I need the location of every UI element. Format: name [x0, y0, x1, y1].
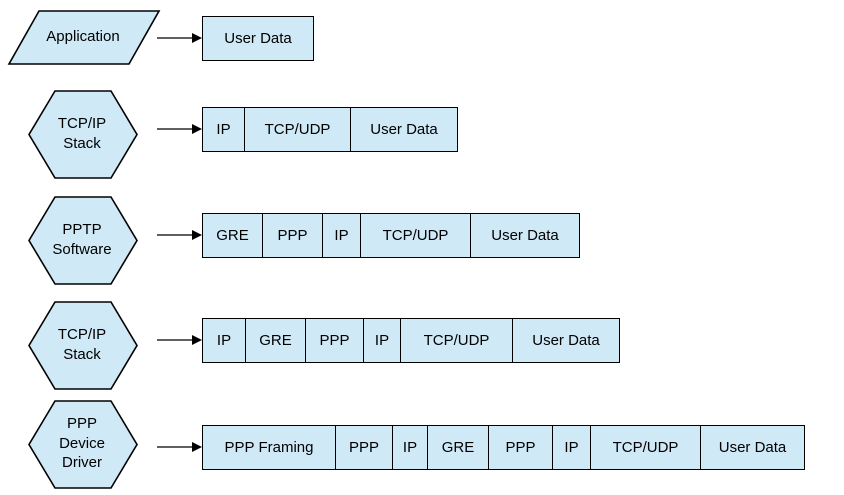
- right-arrow-icon: [157, 33, 202, 43]
- packet-cell: IP: [553, 426, 591, 469]
- packet-cell: TCP/UDP: [245, 108, 351, 151]
- packet-cell: TCP/UDP: [591, 426, 701, 469]
- packet-cell: TCP/UDP: [401, 319, 513, 362]
- packet-cell: User Data: [471, 214, 579, 257]
- packet-cell: PPP: [306, 319, 364, 362]
- packet-cell: IP: [203, 108, 245, 151]
- hexagon-shape: [28, 400, 138, 489]
- packet-cell: PPP: [489, 426, 553, 469]
- shape-outline: [28, 90, 138, 179]
- shape-outline: [28, 196, 138, 285]
- packet-cell: PPP Framing: [203, 426, 336, 469]
- packet-cell: GRE: [428, 426, 489, 469]
- packet-cell: IP: [393, 426, 428, 469]
- right-arrow-icon: [157, 335, 202, 345]
- packet-cell: IP: [323, 214, 361, 257]
- hexagon-shape: [28, 90, 138, 179]
- packet-cell: PPP: [263, 214, 323, 257]
- shape-outline: [28, 400, 138, 489]
- packet-cell: User Data: [203, 17, 313, 60]
- packet-cell: User Data: [351, 108, 457, 151]
- packet-cell: User Data: [513, 319, 619, 362]
- packet-strip: User Data: [202, 16, 314, 61]
- packet-cell: GRE: [246, 319, 306, 362]
- right-arrow-icon: [157, 442, 202, 452]
- packet-cell: IP: [364, 319, 401, 362]
- right-arrow-icon: [157, 124, 202, 134]
- parallelogram-shape: [7, 10, 161, 65]
- layer-shape-application: Application: [7, 10, 161, 65]
- hexagon-shape: [28, 301, 138, 390]
- shape-outline: [7, 10, 161, 65]
- shape-outline: [28, 301, 138, 390]
- hexagon-shape: [28, 196, 138, 285]
- packet-cell: IP: [203, 319, 246, 362]
- packet-cell: TCP/UDP: [361, 214, 471, 257]
- packet-cell: GRE: [203, 214, 263, 257]
- packet-cell: PPP: [336, 426, 393, 469]
- right-arrow-icon: [157, 230, 202, 240]
- packet-cell: User Data: [701, 426, 804, 469]
